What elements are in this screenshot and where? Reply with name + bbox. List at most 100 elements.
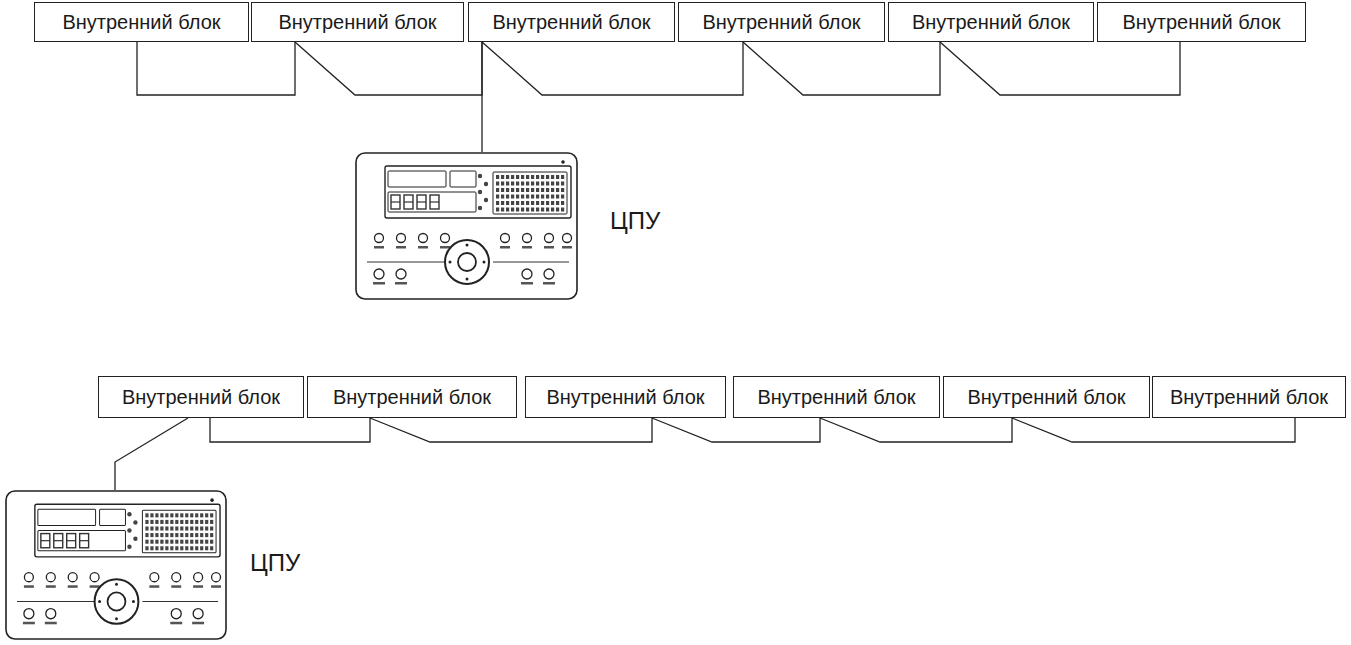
lcd-dot — [496, 188, 499, 192]
key-caption — [543, 282, 555, 285]
lcd-dot — [521, 195, 524, 199]
key-caption — [374, 246, 384, 249]
indoor-unit-box: Внутренний блок — [98, 376, 304, 418]
lcd-icon — [484, 198, 488, 202]
ok-button — [458, 253, 476, 271]
key-caption — [521, 282, 533, 285]
lcd-digit — [80, 534, 89, 548]
indoor-unit-box: Внутренний блок — [468, 2, 675, 42]
lcd-dot — [541, 195, 544, 199]
lcd-dot — [516, 195, 519, 199]
indoor-unit-box: Внутренний блок — [1152, 376, 1346, 418]
control-wire — [210, 418, 370, 442]
lcd-dot — [511, 201, 514, 205]
lcd-dot — [531, 208, 534, 212]
control-wire — [370, 418, 652, 442]
key-button — [544, 269, 554, 279]
lcd-dot — [185, 546, 188, 550]
lcd-segment-area — [38, 509, 96, 525]
lcd-dot — [531, 182, 534, 186]
lcd-digit — [417, 195, 426, 209]
direction-mark — [98, 600, 101, 603]
lcd-dot — [551, 175, 554, 179]
lcd-dot — [210, 546, 213, 550]
lcd-screen — [35, 504, 220, 557]
lcd-matrix — [142, 510, 216, 553]
key-caption — [211, 585, 221, 588]
direction-mark — [115, 583, 118, 586]
key-caption — [171, 585, 181, 588]
control-wire — [482, 42, 743, 95]
key-button — [441, 234, 450, 243]
lcd-dot — [561, 188, 564, 192]
lcd-icon — [478, 190, 482, 194]
control-wire — [940, 42, 1180, 95]
key-button — [397, 234, 406, 243]
lcd-dot — [506, 175, 509, 179]
indoor-unit-box: Внутренний блок — [678, 2, 885, 42]
lcd-dot — [185, 513, 188, 517]
lcd-dot — [160, 546, 163, 550]
lcd-dot — [536, 175, 539, 179]
lcd-digit — [430, 195, 439, 209]
key-caption — [395, 282, 407, 285]
lcd-dot — [501, 188, 504, 192]
lcd-dot — [185, 520, 188, 524]
lcd-dot — [155, 546, 158, 550]
lcd-screen — [385, 166, 571, 218]
lcd-dot — [190, 540, 193, 544]
lcd-dot — [160, 513, 163, 517]
lcd-dot — [200, 533, 203, 537]
lcd-dot — [155, 526, 158, 530]
lcd-dot — [195, 533, 198, 537]
lcd-dot — [170, 513, 173, 517]
lcd-dot — [175, 533, 178, 537]
lcd-dot — [205, 540, 208, 544]
lcd-dot — [175, 526, 178, 530]
lcd-dot — [210, 533, 213, 537]
lcd-segment-area — [100, 509, 126, 525]
divider-line — [493, 262, 569, 263]
lcd-dot — [526, 182, 529, 186]
lcd-dot — [556, 182, 559, 186]
lcd-dot — [155, 513, 158, 517]
lcd-dot — [180, 520, 183, 524]
key-button — [46, 573, 55, 582]
direction-mark — [466, 244, 469, 247]
control-wire — [481, 42, 482, 152]
lcd-dot — [190, 533, 193, 537]
lcd-dot — [165, 513, 168, 517]
unit-label: Внутренний блок — [278, 11, 436, 33]
lcd-dot — [200, 520, 203, 524]
controller-device — [356, 153, 577, 299]
lcd-dot — [496, 208, 499, 212]
unit-label: Внутренний блок — [122, 386, 280, 408]
lcd-dot — [526, 201, 529, 205]
key-caption — [192, 622, 204, 625]
lcd-dot — [511, 175, 514, 179]
lcd-dot — [541, 188, 544, 192]
indoor-unit-box: Внутренний блок — [525, 376, 726, 418]
lcd-dot — [170, 526, 173, 530]
key-caption — [440, 246, 450, 249]
lcd-dot — [145, 540, 148, 544]
lcd-dot — [185, 526, 188, 530]
control-wire — [820, 418, 1012, 442]
lcd-dot — [200, 546, 203, 550]
lcd-dot — [145, 520, 148, 524]
lcd-icon — [133, 520, 137, 524]
lcd-dot — [556, 195, 559, 199]
lcd-dot — [180, 526, 183, 530]
lcd-dot — [185, 540, 188, 544]
lcd-dot — [165, 520, 168, 524]
key-caption — [68, 585, 78, 588]
lcd-dot — [561, 201, 564, 205]
lcd-dot — [180, 540, 183, 544]
indoor-unit-box: Внутренний блок — [34, 2, 249, 42]
lcd-dot — [511, 195, 514, 199]
key-button — [90, 573, 99, 582]
lcd-dot — [205, 526, 208, 530]
lcd-dot — [205, 520, 208, 524]
controller-housing — [356, 153, 577, 299]
lcd-dot — [536, 208, 539, 212]
